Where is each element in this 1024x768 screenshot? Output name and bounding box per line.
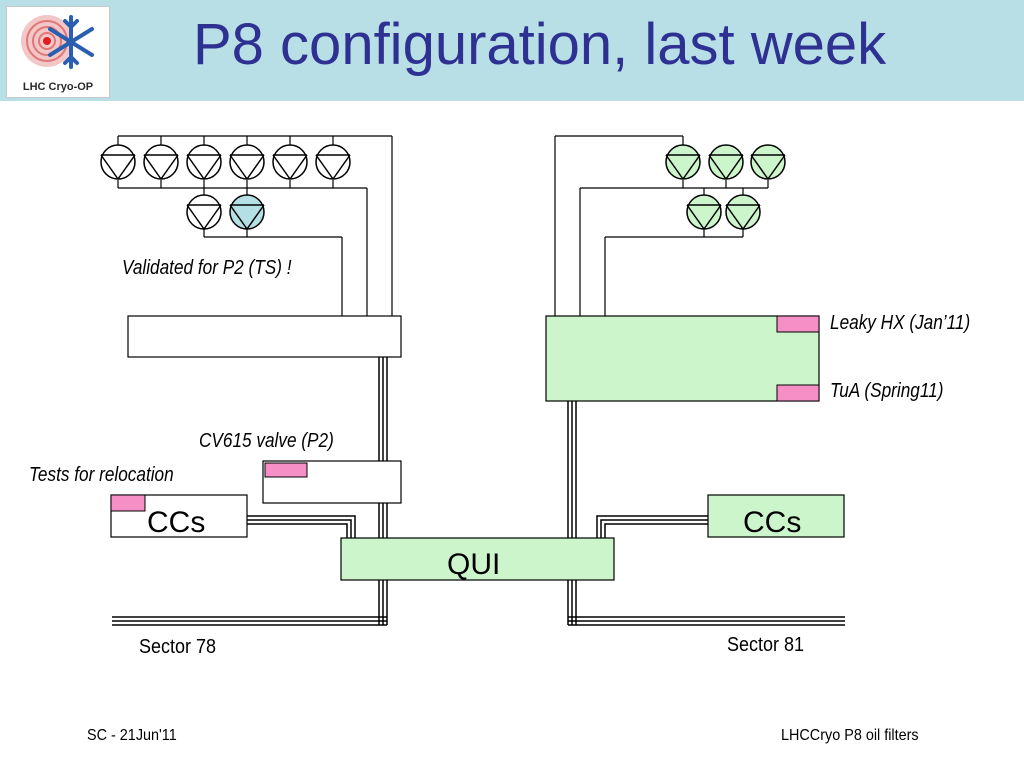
right-cold-box [545, 315, 820, 402]
right-main-line [567, 401, 577, 625]
right-ccs-line [596, 515, 708, 538]
tua-annotation: TuA (Spring11) [830, 380, 944, 402]
ccs-left-label: CCs [147, 506, 206, 539]
left-compressors [100, 144, 351, 230]
compressor-icon-green [750, 144, 786, 180]
slide-title: P8 configuration, last week [193, 12, 887, 77]
compressor-icon [229, 144, 265, 180]
left-cold-box [127, 315, 402, 358]
validated-annotation: Validated for P2 (TS) ! [122, 257, 292, 279]
leaky-hx-annotation: Leaky HX (Jan’11) [830, 312, 971, 334]
sector-78-line [112, 616, 387, 626]
logo-text: LHC Cryo-OP [22, 81, 94, 93]
compressor-icon [143, 144, 179, 180]
left-ccs-line [247, 515, 356, 538]
compressor-icon-green [665, 144, 701, 180]
cv615-annotation: CV615 valve (P2) [199, 430, 334, 452]
compressor-icon [272, 144, 308, 180]
compressor-icon-green [725, 194, 761, 230]
compressor-icon [186, 144, 222, 180]
leaky-hx-marker [776, 315, 820, 333]
relocation-filter-marker [110, 494, 146, 512]
left-compressor-piping [117, 135, 393, 316]
right-compressor-piping [554, 135, 769, 316]
qui-box [340, 537, 615, 581]
sector-81-label: Sector 81 [727, 634, 805, 656]
compressor-icon-green [708, 144, 744, 180]
compressor-icon-green [686, 194, 722, 230]
compressor-icon [100, 144, 136, 180]
cv615-filter-marker [264, 462, 308, 478]
relocation-annotation: Tests for relocation [29, 464, 174, 486]
footer-right: LHCCryo P8 oil filters [781, 727, 919, 744]
ccs-box-right [707, 494, 845, 538]
slide-header: LHC Cryo-OP P8 configuration, last week [0, 0, 1024, 101]
lhc-cryo-logo: LHC Cryo-OP [6, 6, 110, 98]
sector-78-label: Sector 78 [139, 636, 217, 658]
sector-81-line [568, 616, 845, 626]
snowflake-logo-icon [21, 15, 94, 69]
tua-marker [776, 384, 820, 402]
compressor-icon [186, 194, 222, 230]
ccs-right-label: CCs [743, 506, 802, 539]
footer-left: SC - 21Jun'11 [87, 727, 177, 744]
qui-label: QUI [447, 548, 501, 581]
compressor-icon [315, 144, 351, 180]
compressor-icon-cyan [229, 194, 265, 230]
